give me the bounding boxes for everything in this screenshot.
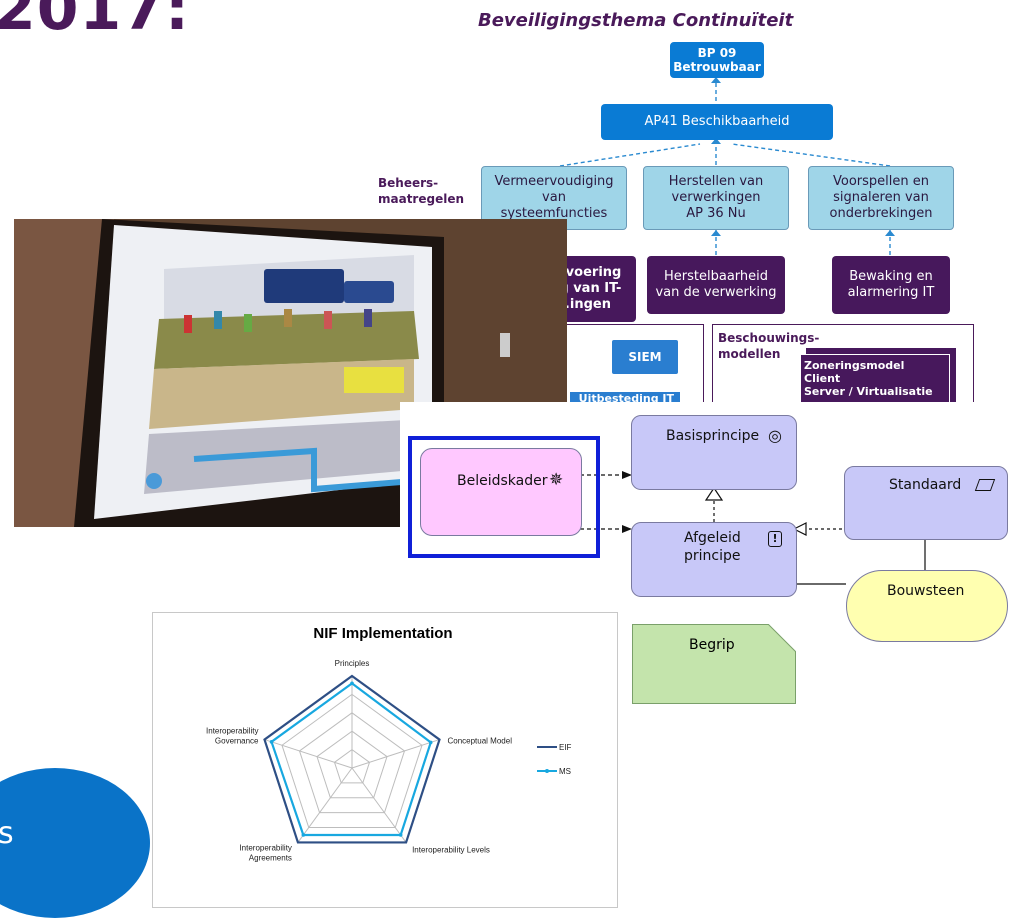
corner-blob xyxy=(0,768,150,918)
series-point-ms xyxy=(398,833,403,837)
basisprincipe-label: Basisprincipe xyxy=(666,428,760,444)
grid-spoke xyxy=(351,767,407,843)
legend-label: EIF xyxy=(559,743,572,752)
tablet-2 xyxy=(344,281,394,303)
siem-box: SIEM xyxy=(612,340,678,374)
purple-3-line2: alarmering IT xyxy=(847,285,935,300)
begrip-label: Begrip xyxy=(689,637,735,653)
year-heading: 2017: xyxy=(0,0,190,44)
models-label: Beschouwings- modellen xyxy=(718,330,819,362)
series-point-ms xyxy=(428,740,433,745)
purple-3-line1: Bewaking en xyxy=(849,269,933,284)
measure-1-line1: Vermeervoudiging xyxy=(494,174,614,189)
wall-switch xyxy=(500,333,510,357)
bouwsteen-box: Bouwsteen xyxy=(846,570,1008,642)
yellow-block xyxy=(344,367,404,393)
basisprincipe-box: Basisprincipe ◎ xyxy=(631,415,797,490)
note-fold xyxy=(768,624,796,652)
afgeleid-label: Afgeleid principe xyxy=(684,529,741,565)
bp09-line2: Betrouwbaar xyxy=(673,60,761,74)
purple-1-line3: ...ingen xyxy=(555,297,611,312)
models-frame xyxy=(712,324,974,402)
axis-label: Interoperability Levels xyxy=(412,845,490,854)
measure-3-line3: onderbrekingen xyxy=(829,206,933,221)
standaard-box: Standaard xyxy=(844,466,1008,540)
axis-label: Principles xyxy=(335,659,370,668)
grid-ring xyxy=(316,730,388,799)
beleidskader-box: Beleidskader ✵ xyxy=(420,448,582,536)
series-line-eif xyxy=(263,674,441,844)
afgeleid-principe-box: Afgeleid principe ! xyxy=(631,522,797,597)
beheer-label: Beheers- maatregelen xyxy=(378,175,464,207)
beheer-label-line1: Beheers- xyxy=(378,176,439,190)
purple-2-line1: Herstelbaarheid xyxy=(664,269,768,284)
grid-ring xyxy=(281,693,423,829)
corner-blob-text: s xyxy=(0,816,14,851)
wheel-icon: ✵ xyxy=(549,470,564,490)
legend-marker xyxy=(545,769,549,773)
grid-spoke xyxy=(264,739,353,769)
connector-lines xyxy=(559,77,895,256)
ap41-box: AP41 Beschikbaarheid xyxy=(601,104,833,140)
beheer-label-line2: maatregelen xyxy=(378,192,465,206)
measure-2-line2: verwerkingen xyxy=(671,190,761,205)
model-item-3: Server / Virtualisatie xyxy=(804,385,933,398)
purple-2-line2: van de verwerking xyxy=(655,285,777,300)
diagram-title: Beveiligingsthema Continuïteit xyxy=(478,10,794,31)
measure-3-line1: Voorspellen en xyxy=(833,174,929,189)
beleidskader-label: Beleidskader xyxy=(457,473,548,489)
infrastructure-layer xyxy=(144,419,424,494)
grid-spoke xyxy=(297,767,353,843)
bp09-line1: BP 09 xyxy=(697,46,737,60)
measure-1-line2: van xyxy=(542,190,566,205)
legend-label: MS xyxy=(559,767,571,776)
grid-ring xyxy=(333,748,371,784)
bouwsteen-label: Bouwsteen xyxy=(887,583,965,599)
afgeleid-line2: principe xyxy=(684,548,741,564)
uitbesteding-box: Uitbesteding IT xyxy=(570,392,680,402)
globe-icon xyxy=(146,473,162,489)
pipe-line xyxy=(193,447,415,493)
models-label-line2: modellen xyxy=(718,347,781,361)
grid-spoke xyxy=(351,739,440,769)
measure-2-line3: AP 36 Nu xyxy=(686,206,746,221)
grid-ring xyxy=(298,712,406,814)
chart-title: NIF Implementation xyxy=(313,625,452,642)
people-figures xyxy=(184,309,372,333)
models-label-line1: Beschouwings- xyxy=(718,331,820,345)
measure-2-line1: Herstellen van xyxy=(668,174,764,189)
series-point-ms xyxy=(269,740,274,744)
target-icon: ◎ xyxy=(768,426,782,445)
model-item-2: Client xyxy=(804,372,841,385)
parallelogram-icon xyxy=(974,479,996,491)
models-stack: Zoneringsmodel Client Server / Virtualis… xyxy=(800,354,950,402)
archimate-diagram: Basisprincipe ◎ Afgeleid principe ! Bele… xyxy=(400,402,1013,642)
begrip-note: Begrip xyxy=(632,624,796,704)
selection-highlight xyxy=(408,436,600,558)
series-line-ms xyxy=(270,681,433,837)
model-item-1: Zoneringsmodel xyxy=(804,359,905,372)
archimate-connectors xyxy=(580,471,926,585)
afgeleid-line1: Afgeleid xyxy=(684,530,741,546)
tablet-1 xyxy=(264,269,344,303)
axis-label: Conceptual Model xyxy=(447,737,512,746)
standaard-label: Standaard xyxy=(889,477,962,493)
series-point-ms xyxy=(350,681,354,686)
series-point-ms xyxy=(301,833,306,837)
measure-1-line3: systeemfuncties xyxy=(500,206,608,221)
exclamation-icon: ! xyxy=(768,531,782,547)
measure-3-line2: signaleren van xyxy=(833,190,929,205)
radar-plot: NIF Implementation PrinciplesConceptual … xyxy=(206,625,572,862)
